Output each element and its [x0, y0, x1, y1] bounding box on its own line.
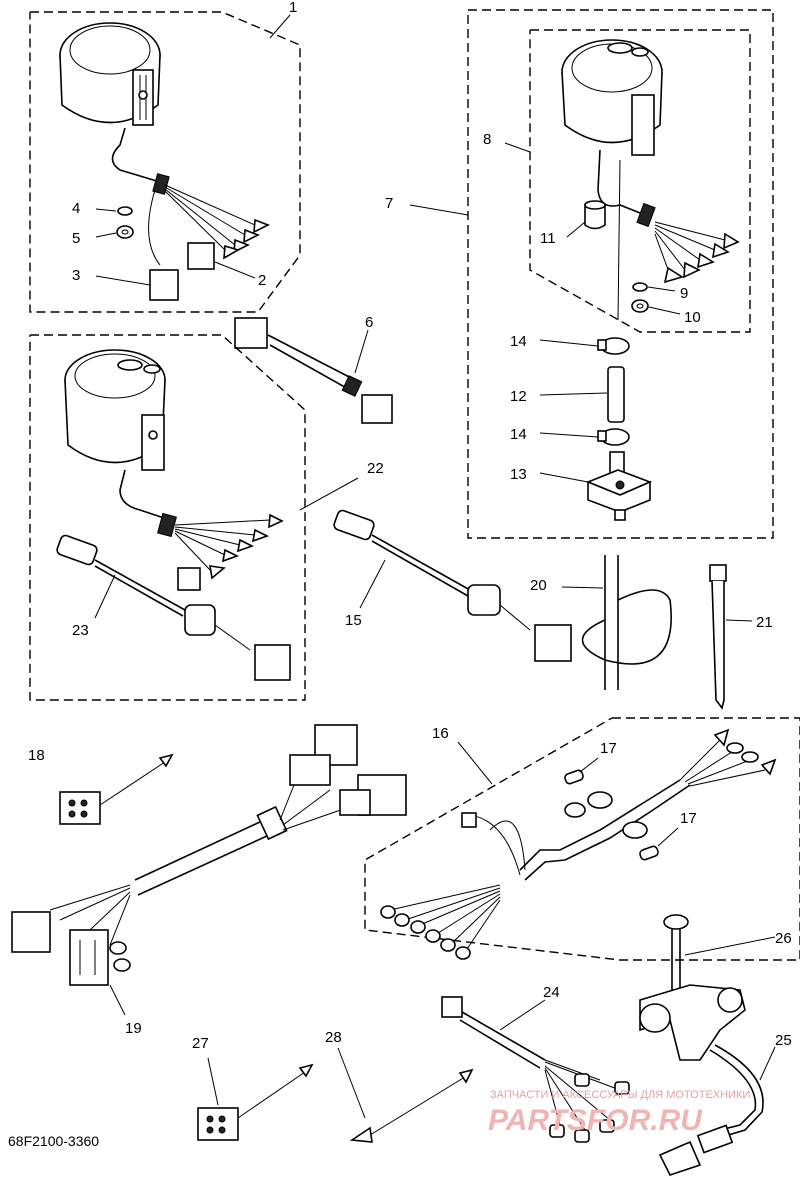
- callout-28: 28: [325, 1029, 342, 1046]
- gauge-8: [561, 39, 663, 156]
- callout-16: 16: [432, 725, 449, 742]
- callout-11: 11: [540, 230, 556, 247]
- nut-5: [116, 225, 134, 239]
- callout-9: 9: [680, 285, 688, 302]
- callout-3: 3: [72, 267, 80, 284]
- washer-9: [632, 282, 648, 292]
- callout-23: 23: [72, 622, 89, 639]
- cap-11: [584, 204, 606, 230]
- callout-22: 22: [367, 460, 384, 477]
- cap-17a: [564, 769, 584, 785]
- harness-24: [441, 996, 630, 1143]
- callout-13: 13: [510, 466, 527, 483]
- cap-27: [197, 1107, 239, 1141]
- watermark-line2: PARTSFOR.RU: [488, 1104, 703, 1137]
- arrow-28: [337, 1047, 474, 1143]
- group-gauge-22: [29, 334, 306, 701]
- diagram-code: 68F2100-3360: [8, 1133, 99, 1149]
- callout-19: 19: [125, 1020, 142, 1037]
- tube-12: [607, 366, 625, 423]
- cable-tie-21: [709, 564, 727, 710]
- connector-19: [69, 929, 109, 986]
- callout-14: 14: [510, 333, 527, 350]
- gauge-1: [59, 22, 161, 126]
- harness-6: [234, 317, 393, 424]
- callout-27: 27: [192, 1035, 209, 1052]
- group-gauge-1: [29, 11, 301, 313]
- cap-17b: [639, 845, 659, 861]
- watermark: ЗАПЧАСТИ И АКСЕССУАРЫ ДЛЯ МОТОТЕХНИКИ PA…: [488, 1089, 750, 1137]
- callout-24: 24: [543, 984, 560, 1001]
- group-gauge-7: [467, 9, 774, 539]
- cap-18: [59, 791, 101, 825]
- callout-26: 26: [775, 930, 792, 947]
- main-harness: [11, 724, 407, 986]
- callout-17b: 17: [680, 810, 697, 827]
- callout-14b: 14: [510, 426, 527, 443]
- callout-25: 25: [775, 1032, 792, 1049]
- callout-15: 15: [345, 612, 362, 629]
- switch-assembly-25-26: [639, 914, 764, 1176]
- callout-17: 17: [600, 740, 617, 757]
- callout-12: 12: [510, 388, 527, 405]
- callout-18: 18: [28, 747, 45, 764]
- callout-1: 1: [289, 0, 297, 16]
- watermark-line1: ЗАПЧАСТИ И АКСЕССУАРЫ ДЛЯ МОТОТЕХНИКИ: [490, 1089, 750, 1101]
- cable-23: [56, 534, 291, 681]
- connector-3: [149, 269, 179, 301]
- hose-20: [581, 555, 672, 690]
- callout-10: 10: [684, 309, 701, 326]
- callout-20: 20: [530, 577, 547, 594]
- washer-4: [117, 206, 133, 216]
- cable-15: [333, 509, 572, 662]
- harness-16: [364, 717, 800, 961]
- sensor-13: [585, 451, 653, 521]
- gauge-22: [64, 349, 166, 471]
- nut-10: [631, 299, 649, 313]
- callout-labels: 1 2 3 4 5 6 7 8 9 10 11 12 13 14 14 15 1…: [28, 0, 792, 1052]
- callout-5: 5: [72, 230, 80, 247]
- callout-4: 4: [72, 200, 80, 217]
- callout-21: 21: [756, 614, 773, 631]
- callout-6: 6: [365, 314, 373, 331]
- connector-2: [187, 242, 215, 270]
- callout-2: 2: [258, 272, 266, 289]
- callout-8: 8: [483, 131, 491, 148]
- callout-7: 7: [385, 195, 393, 212]
